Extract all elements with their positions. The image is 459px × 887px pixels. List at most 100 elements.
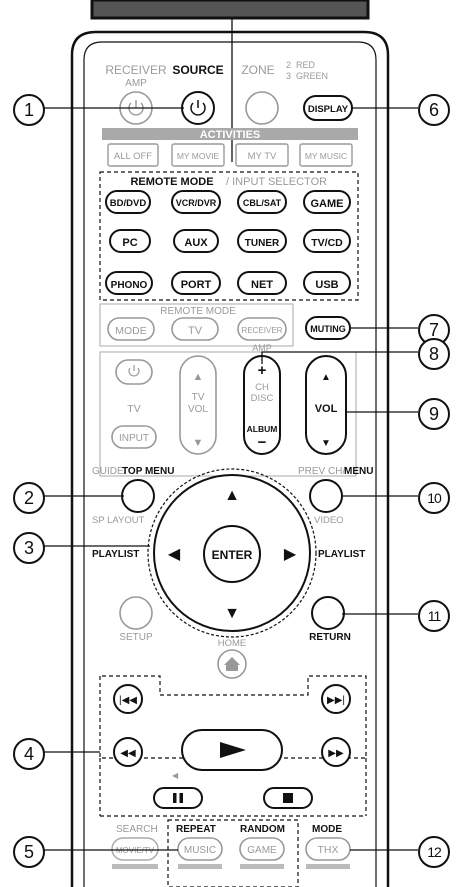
mode-label: MODE bbox=[312, 824, 342, 835]
pc-button[interactable]: PC bbox=[109, 229, 151, 253]
zone-button[interactable] bbox=[245, 91, 279, 125]
rewind-icon: ◀◀ bbox=[120, 748, 136, 759]
home-button[interactable] bbox=[217, 649, 247, 679]
receiver-mode-button[interactable]: RECEIVER bbox=[237, 317, 287, 341]
previous-track-icon: |◀◀ bbox=[119, 695, 137, 706]
home-label: HOME bbox=[218, 638, 247, 649]
tv-label: TV bbox=[127, 403, 140, 415]
rewind-button[interactable]: ◀◀ bbox=[113, 737, 143, 767]
svg-text:USB: USB bbox=[315, 279, 338, 291]
tuner-button[interactable]: TUNER bbox=[237, 229, 287, 253]
zone-red-label: RED bbox=[296, 60, 316, 70]
svg-text:NET: NET bbox=[251, 279, 273, 291]
tv-cd-button[interactable]: TV/CD bbox=[303, 229, 351, 253]
vcr-dvr-button[interactable]: VCR/DVR bbox=[171, 190, 221, 214]
my-movie-button[interactable]: MY MOVIE bbox=[171, 143, 225, 167]
svg-text:RECEIVER: RECEIVER bbox=[242, 326, 283, 335]
sp-layout-label: SP LAYOUT bbox=[92, 515, 145, 526]
my-tv-button[interactable]: MY TV bbox=[235, 143, 289, 167]
callout-6: 6 bbox=[418, 94, 450, 126]
amp-label: AMP bbox=[125, 78, 147, 89]
svg-text:TV/CD: TV/CD bbox=[311, 237, 343, 249]
bd-dvd-button[interactable]: BD/DVD bbox=[105, 190, 151, 214]
pause-button[interactable] bbox=[153, 787, 203, 809]
svg-text:THX: THX bbox=[318, 844, 339, 856]
source-power-button[interactable] bbox=[181, 91, 215, 125]
svg-text:▼: ▼ bbox=[321, 438, 331, 449]
phono-button[interactable]: PHONO bbox=[105, 271, 153, 295]
up-arrow-icon[interactable]: ▲ bbox=[224, 487, 240, 504]
svg-text:PHONO: PHONO bbox=[111, 280, 148, 291]
aux-button[interactable]: AUX bbox=[173, 229, 219, 253]
ch-plus-sign: + bbox=[258, 362, 267, 379]
input-selector-label: / INPUT SELECTOR bbox=[226, 176, 327, 188]
svg-text:▼: ▼ bbox=[193, 437, 204, 449]
enter-button[interactable]: ENTER bbox=[203, 525, 261, 583]
callout-11: 11 bbox=[418, 600, 450, 632]
search-color-bar bbox=[112, 864, 158, 869]
svg-text:MY MOVIE: MY MOVIE bbox=[177, 151, 220, 161]
repeat-color-bar bbox=[178, 864, 222, 869]
zone-label: ZONE bbox=[241, 63, 274, 77]
vol-label: VOL bbox=[315, 403, 338, 415]
game-mode-button[interactable]: GAME bbox=[239, 837, 285, 861]
tv-mode-button[interactable]: TV bbox=[171, 317, 219, 341]
usb-button[interactable]: USB bbox=[303, 271, 351, 295]
guide-label: GUIDE/ bbox=[92, 466, 127, 477]
port-button[interactable]: PORT bbox=[171, 271, 221, 295]
repeat-random-group bbox=[167, 819, 299, 887]
left-arrow-icon[interactable]: ◀ bbox=[168, 546, 181, 563]
amp-2-label: AMP bbox=[252, 343, 272, 353]
remote-body-inner bbox=[83, 41, 377, 887]
net-button[interactable]: NET bbox=[237, 271, 287, 295]
activities-label: ACTIVITIES bbox=[200, 129, 261, 141]
stop-icon bbox=[283, 793, 293, 803]
navigation-ring-outline bbox=[147, 468, 317, 638]
svg-text:ENTER: ENTER bbox=[212, 548, 253, 562]
svg-text:MY TV: MY TV bbox=[248, 151, 277, 162]
callout-1: 1 bbox=[13, 94, 45, 126]
previous-track-button[interactable]: |◀◀ bbox=[113, 684, 143, 714]
remote-mode-group bbox=[99, 303, 294, 347]
zone-3-label: 3 bbox=[286, 71, 291, 81]
mode-button[interactable]: MODE bbox=[107, 317, 155, 341]
thx-button[interactable]: THX bbox=[305, 837, 351, 861]
tv-power-button[interactable] bbox=[115, 359, 153, 385]
vol-rocker[interactable]: ▲ ▼ bbox=[305, 355, 347, 455]
input-button[interactable]: INPUT bbox=[111, 425, 157, 449]
right-arrow-icon[interactable]: ▶ bbox=[284, 546, 297, 563]
zone-2-label: 2 bbox=[286, 60, 291, 70]
remote-mode-label: REMOTE MODE bbox=[130, 176, 213, 188]
stop-button[interactable] bbox=[263, 787, 313, 809]
activities-bar bbox=[102, 128, 358, 140]
mode-color-bar bbox=[306, 864, 350, 869]
svg-text:ALL OFF: ALL OFF bbox=[114, 151, 152, 162]
play-icon bbox=[220, 742, 246, 758]
play-button[interactable] bbox=[181, 729, 283, 771]
next-track-button[interactable]: ▶▶| bbox=[321, 684, 351, 714]
callout-9: 9 bbox=[418, 398, 450, 430]
home-icon bbox=[224, 657, 240, 671]
album-label: ALBUM bbox=[247, 424, 278, 434]
setup-button[interactable] bbox=[119, 596, 153, 630]
my-music-button[interactable]: MY MUSIC bbox=[299, 143, 353, 167]
return-label: RETURN bbox=[309, 632, 351, 643]
all-off-button[interactable]: ALL OFF bbox=[107, 143, 159, 167]
svg-text:▲: ▲ bbox=[321, 372, 331, 383]
fast-forward-button[interactable]: ▶▶ bbox=[321, 737, 351, 767]
remote-body-outline bbox=[70, 30, 390, 887]
menu-label: MENU bbox=[344, 466, 373, 477]
svg-text:GAME: GAME bbox=[311, 198, 344, 210]
tv-vol-rocker[interactable]: ▲ ▼ bbox=[179, 355, 217, 455]
svg-text:▲: ▲ bbox=[193, 371, 204, 383]
random-color-bar bbox=[240, 864, 284, 869]
callout-5: 5 bbox=[13, 836, 45, 868]
svg-text:TV: TV bbox=[188, 325, 203, 337]
svg-text:MUTING: MUTING bbox=[310, 324, 346, 334]
game-button[interactable]: GAME bbox=[303, 190, 351, 214]
cbl-sat-button[interactable]: CBL/SAT bbox=[237, 190, 287, 214]
music-button[interactable]: MUSIC bbox=[177, 837, 223, 861]
receiver-label: RECEIVER bbox=[105, 63, 167, 77]
down-arrow-icon[interactable]: ▼ bbox=[224, 605, 240, 622]
return-button[interactable] bbox=[311, 596, 345, 630]
